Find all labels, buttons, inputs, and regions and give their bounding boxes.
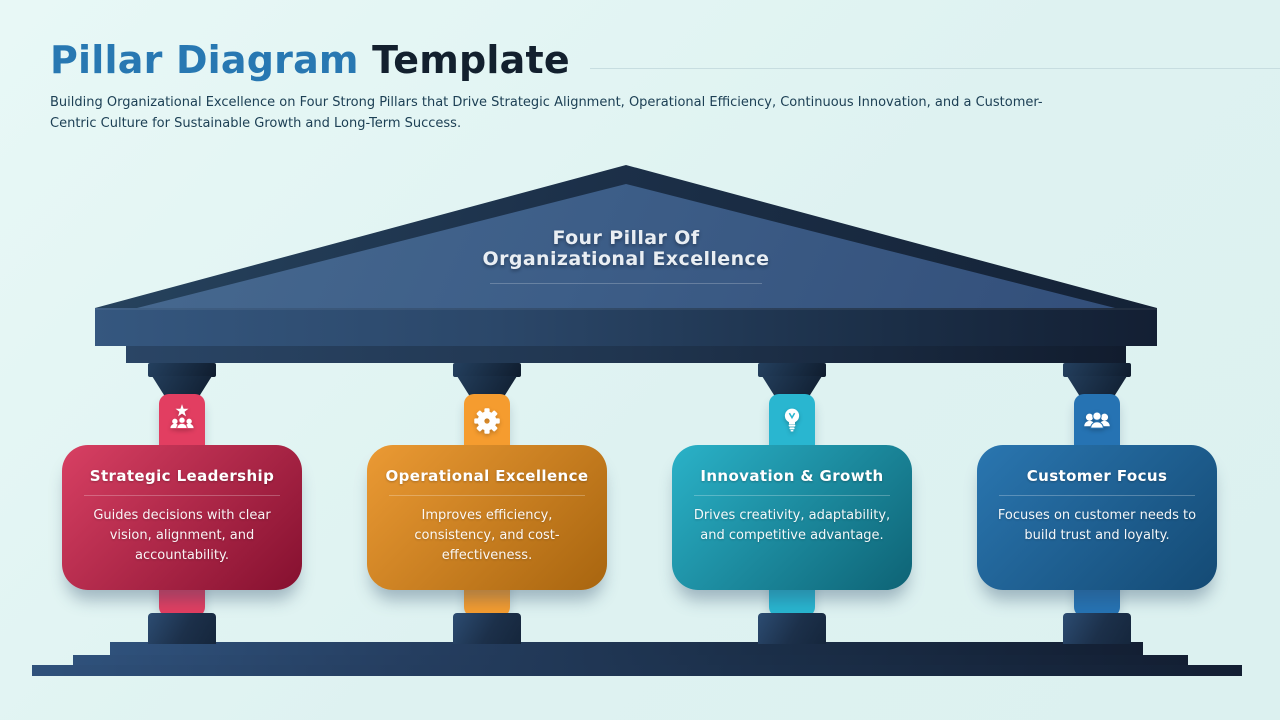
pillar-card: Strategic Leadership Guides decisions wi… bbox=[62, 445, 302, 590]
card-divider bbox=[694, 495, 890, 496]
card-divider bbox=[84, 495, 280, 496]
pillar-card: Customer Focus Focuses on customer needs… bbox=[977, 445, 1217, 590]
users-group-icon bbox=[1079, 403, 1115, 439]
pillar-card-title: Strategic Leadership bbox=[89, 467, 275, 485]
pillar-card: Operational Excellence Improves efficien… bbox=[367, 445, 607, 590]
pillar-card-description: Focuses on customer needs to build trust… bbox=[997, 508, 1197, 543]
pillar-card-description: Guides decisions with clear vision, alig… bbox=[93, 508, 271, 563]
pillar-base bbox=[148, 613, 216, 644]
pillar-group-innovation-growth: Innovation & Growth Drives creativity, a… bbox=[672, 363, 912, 644]
pillar-capital-trapezoid bbox=[152, 376, 212, 396]
pediment-label-line2: Organizational Excellence bbox=[482, 248, 770, 270]
pillar-card-title: Customer Focus bbox=[1026, 467, 1168, 485]
pillar-capital-top bbox=[148, 363, 216, 377]
pillar-capital-trapezoid bbox=[762, 376, 822, 396]
pillar-capital-trapezoid bbox=[1067, 376, 1127, 396]
card-divider bbox=[389, 495, 585, 496]
platform-step-bottom bbox=[32, 665, 1242, 676]
platform-step-top bbox=[110, 642, 1143, 655]
title-primary: Pillar Diagram bbox=[50, 38, 359, 82]
gear-icon bbox=[469, 403, 505, 439]
pillar-group-operational-excellence: Operational Excellence Improves efficien… bbox=[367, 363, 607, 644]
architrave-strip bbox=[126, 346, 1126, 363]
pillar-card-title: Innovation & Growth bbox=[700, 467, 884, 485]
pillar-group-strategic-leadership: Strategic Leadership Guides decisions wi… bbox=[62, 363, 302, 644]
leadership-star-people-icon bbox=[164, 403, 200, 439]
pillar-capital-trapezoid bbox=[457, 376, 517, 396]
entablature-beam bbox=[95, 308, 1157, 346]
pediment-label: Four Pillar Of Organizational Excellence bbox=[426, 228, 826, 284]
lightbulb-icon bbox=[774, 403, 810, 439]
pediment-label-line1: Four Pillar Of bbox=[552, 227, 700, 249]
pillar-base bbox=[1063, 613, 1131, 644]
platform-step-middle bbox=[73, 655, 1188, 665]
pillar-base bbox=[453, 613, 521, 644]
pillar-card-description: Drives creativity, adaptability, and com… bbox=[693, 508, 891, 543]
page-title: Pillar Diagram Template bbox=[50, 38, 1250, 84]
pillar-card-description: Improves efficiency, consistency, and co… bbox=[414, 508, 560, 563]
subtitle: Building Organizational Excellence on Fo… bbox=[50, 94, 1043, 131]
card-divider bbox=[999, 495, 1195, 496]
title-divider-line bbox=[590, 68, 1280, 69]
pillar-group-customer-focus: Customer Focus Focuses on customer needs… bbox=[977, 363, 1217, 644]
pediment-divider-line bbox=[490, 283, 762, 284]
pillar-capital-top bbox=[1063, 363, 1131, 377]
title-secondary: Template bbox=[372, 38, 570, 82]
pillar-card-title: Operational Excellence bbox=[385, 467, 589, 485]
pillar-base bbox=[758, 613, 826, 644]
pillar-capital-top bbox=[758, 363, 826, 377]
header: Pillar Diagram Template Building Organiz… bbox=[50, 38, 1280, 134]
pillar-capital-top bbox=[453, 363, 521, 377]
pillar-card: Innovation & Growth Drives creativity, a… bbox=[672, 445, 912, 590]
